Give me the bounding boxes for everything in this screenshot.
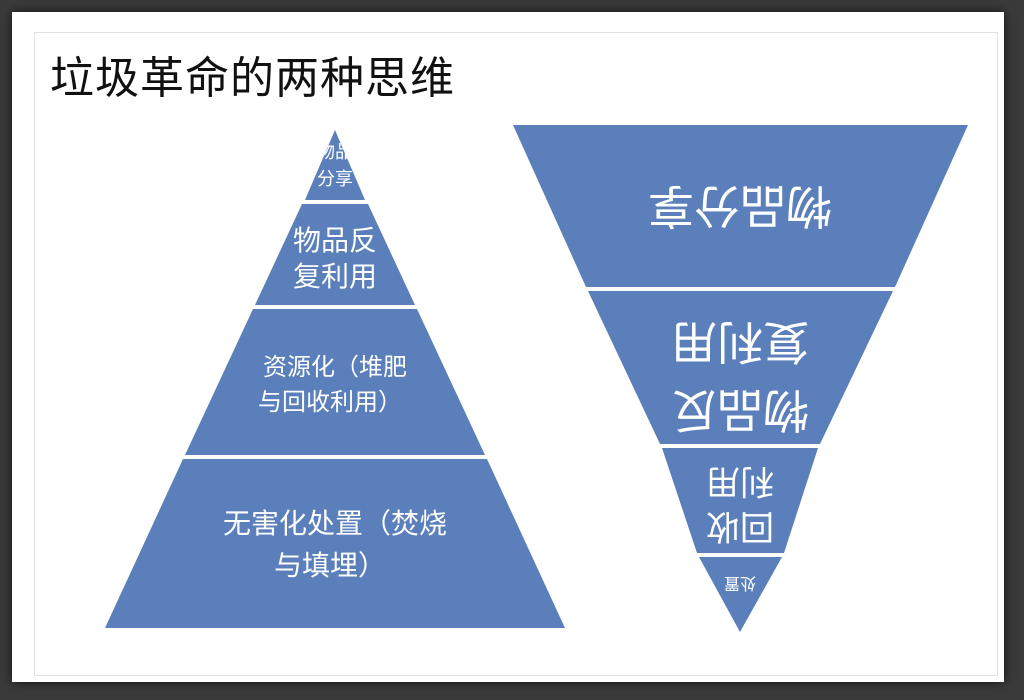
pyramid-level-3-line-2: 与回收利用） [258, 388, 402, 416]
pyramid-level-1-line-1: 物品 [317, 142, 353, 163]
inverted-level-1 [513, 125, 968, 287]
inverted-level-1-line-1: 物品分享 [648, 179, 832, 233]
inverted-level-3 [662, 448, 818, 553]
inverted-level-3-line-2: 利用 [706, 461, 774, 501]
pyramid-level-3 [185, 309, 485, 455]
pyramid-level-4-line-1: 无害化处置（焚烧 [223, 507, 447, 540]
inverted-level-2-line-2: 复利用 [671, 315, 809, 369]
inverted-level-4 [699, 557, 782, 632]
pyramid-level-2-line-1: 物品反 [293, 224, 377, 257]
inverted-level-2 [588, 291, 893, 444]
pyramid-level-2-line-2: 复利用 [293, 260, 377, 293]
pyramid-level-4 [105, 459, 565, 628]
slide-title: 垃圾革命的两种思维 [50, 53, 455, 104]
pyramid: 物品 分享 物品反 复利用 资源化（堆肥 与回收利用） 无害化处置（焚烧 与填埋… [105, 130, 565, 628]
pyramid-level-3-line-1: 资源化（堆肥 [263, 353, 407, 381]
pyramid-level-1-line-2: 分享 [317, 169, 353, 190]
pyramid-level-4-line-2: 与填埋） [274, 549, 386, 582]
pyramid-level-2 [255, 204, 415, 305]
inverted-level-2-line-1: 物品反 [671, 383, 809, 437]
inverted-level-3-line-1: 回收 [706, 506, 774, 546]
inverted-level-4-line-1: 处置 [724, 574, 756, 593]
inverted-pyramid: 物品分享 物品反 复利用 回收 利用 处置 [513, 125, 968, 632]
pyramid-level-1 [305, 130, 365, 200]
